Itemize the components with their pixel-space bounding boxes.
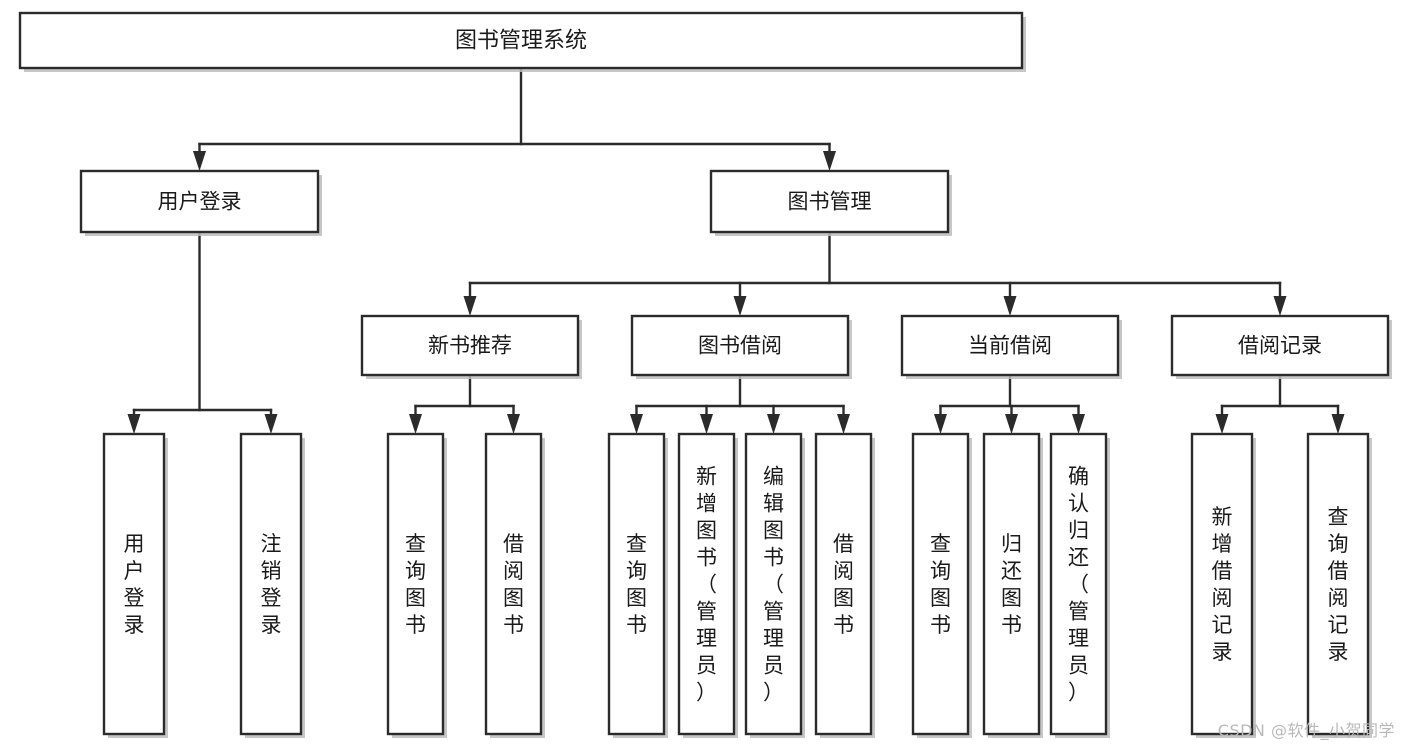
arrow-head-down <box>1072 414 1085 434</box>
node-rect[interactable] <box>982 432 1041 736</box>
node-label: 查询图书 <box>626 532 647 637</box>
node-label: 借阅记录 <box>1238 334 1322 358</box>
node-box-leaf-8[interactable]: 查询图书 <box>911 432 972 738</box>
node-label: 查询图书 <box>405 532 426 637</box>
arrow-head-down <box>1005 414 1018 434</box>
node-box-leaf-4[interactable]: 查询图书 <box>607 432 668 738</box>
node-box-leaf-6[interactable]: 编辑图书（管理员） <box>744 432 805 738</box>
arrow-head-down <box>507 414 520 434</box>
node-label: 归还图书 <box>1001 532 1022 637</box>
node-label: 图书借阅 <box>698 334 782 358</box>
arrow-head-down <box>409 414 422 434</box>
node-rect[interactable] <box>360 314 580 377</box>
node-rect[interactable] <box>630 314 850 377</box>
node-box-leaf-1[interactable]: 注销登录 <box>239 432 305 738</box>
node-box-leaf-11[interactable]: 新增借阅记录 <box>1190 432 1256 738</box>
arrow-head-down <box>934 414 947 434</box>
arrow-head-down <box>823 151 836 171</box>
node-rect[interactable] <box>744 432 803 736</box>
node-rect[interactable] <box>607 432 666 736</box>
node-label: 借阅图书 <box>503 532 524 637</box>
arrow-head-down <box>1273 296 1287 316</box>
node-box-level3-3[interactable]: 借阅记录 <box>1170 314 1392 379</box>
node-label: 新书推荐 <box>428 334 512 358</box>
node-box-leaf-7[interactable]: 借阅图书 <box>814 432 875 738</box>
node-box-leaf-9[interactable]: 归还图书 <box>982 432 1043 738</box>
node-box-leaf-10[interactable]: 确认归还（管理员） <box>1049 432 1110 738</box>
node-rect[interactable] <box>386 432 445 736</box>
node-label: 借阅图书 <box>833 532 854 637</box>
node-label: 当前借阅 <box>968 334 1052 358</box>
arrow-head-down <box>767 414 780 434</box>
node-rect[interactable] <box>709 169 950 234</box>
arrow-head-down <box>733 296 747 316</box>
node-label: 编辑图书（管理员） <box>763 465 784 705</box>
node-rect[interactable] <box>1170 314 1390 377</box>
node-label: 查询图书 <box>930 532 951 637</box>
node-rect[interactable] <box>1049 432 1108 736</box>
node-box-leaf-3[interactable]: 借阅图书 <box>484 432 545 738</box>
node-box-level3-0[interactable]: 新书推荐 <box>360 314 582 379</box>
arrow-head-down <box>1331 414 1345 434</box>
arrow-head-down <box>264 414 278 434</box>
node-label: 图书管理 <box>788 190 872 214</box>
node-rect[interactable] <box>1190 432 1254 736</box>
arrow-head-down <box>1215 414 1229 434</box>
node-label: 注销登录 <box>261 532 282 637</box>
node-rect[interactable] <box>911 432 970 736</box>
node-label: 图书管理系统 <box>455 29 587 54</box>
node-rect[interactable] <box>79 169 320 234</box>
node-box-leaf-2[interactable]: 查询图书 <box>386 432 447 738</box>
node-box-level3-1[interactable]: 图书借阅 <box>630 314 852 379</box>
node-label: 用户登录 <box>158 190 242 214</box>
node-label: 新增借阅记录 <box>1212 505 1233 664</box>
node-rect[interactable] <box>239 432 303 736</box>
node-label: 新增图书（管理员） <box>696 465 717 705</box>
node-box-root-0[interactable]: 图书管理系统 <box>18 11 1026 72</box>
node-box-leaf-12[interactable]: 查询借阅记录 <box>1306 432 1372 738</box>
node-label: 查询借阅记录 <box>1328 505 1349 664</box>
arrow-head-down <box>700 414 713 434</box>
node-box-level3-2[interactable]: 当前借阅 <box>900 314 1122 379</box>
arrow-head-down <box>630 414 643 434</box>
arrow-head-down <box>1003 296 1017 316</box>
arrow-head-down <box>127 414 141 434</box>
node-rect[interactable] <box>900 314 1120 377</box>
node-label: 确认归还（管理员） <box>1068 465 1089 705</box>
node-rect[interactable] <box>18 11 1024 70</box>
node-box-level2-0[interactable]: 用户登录 <box>79 169 322 236</box>
node-rect[interactable] <box>814 432 873 736</box>
node-rect[interactable] <box>102 432 166 736</box>
node-box-level2-1[interactable]: 图书管理 <box>709 169 952 236</box>
node-label: 用户登录 <box>124 532 145 637</box>
node-rect[interactable] <box>1306 432 1370 736</box>
node-box-leaf-5[interactable]: 新增图书（管理员） <box>677 432 738 738</box>
arrow-head-down <box>193 151 206 171</box>
node-rect[interactable] <box>484 432 543 736</box>
arrow-head-down <box>837 414 850 434</box>
node-rect[interactable] <box>677 432 736 736</box>
node-box-leaf-0[interactable]: 用户登录 <box>102 432 168 738</box>
arrow-head-down <box>463 296 477 316</box>
connector-layer <box>127 66 1345 434</box>
node-layer: 图书管理系统用户登录图书管理新书推荐图书借阅当前借阅借阅记录用户登录注销登录查询… <box>18 11 1392 738</box>
